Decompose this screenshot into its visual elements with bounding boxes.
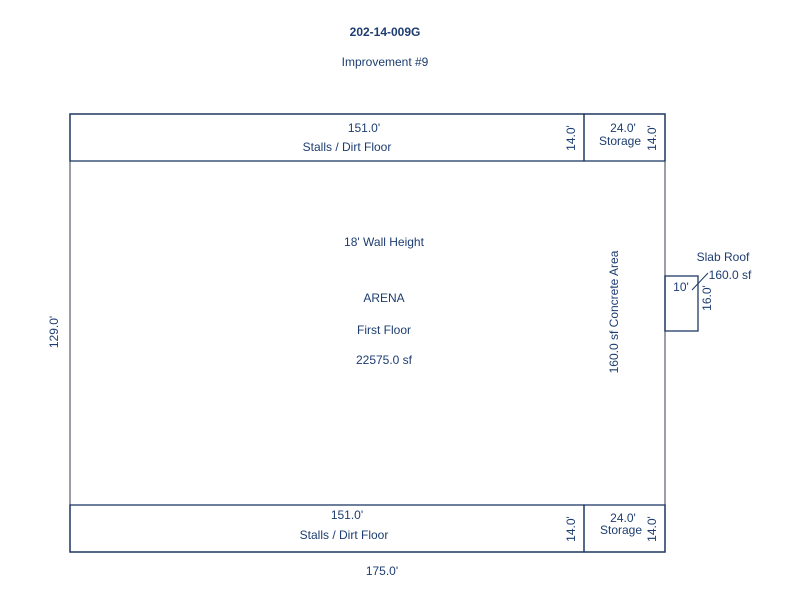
slab-roof-label: Slab Roof: [697, 250, 750, 264]
slab-roof-area: [664, 275, 699, 332]
stalls-bottom-label: Stalls / Dirt Floor: [300, 528, 389, 542]
overall-depth: 129.0': [47, 316, 61, 348]
storage-bottom-area: [583, 504, 666, 553]
stalls-top-length: 151.0': [348, 121, 380, 135]
storage-bottom-length: 24.0': [610, 511, 636, 525]
arena-area: 22575.0 sf: [356, 353, 413, 367]
concrete-area-label: 160.0 sf Concrete Area: [607, 250, 621, 373]
storage-top-area: [583, 113, 666, 162]
sketch-subtitle: Improvement #9: [342, 55, 429, 69]
storage-bottom-depth: 14.0': [645, 516, 659, 542]
stalls-bottom-length: 151.0': [331, 508, 363, 522]
slab-roof-area-label: 160.0 sf: [709, 268, 752, 282]
stalls-bottom-depth: 14.0': [564, 516, 578, 542]
stalls-top-depth: 14.0': [564, 125, 578, 151]
arena-name: ARENA: [363, 291, 404, 305]
overall-width: 175.0': [366, 564, 398, 578]
slab-roof-leader-line: [691, 272, 709, 291]
storage-top-depth: 14.0': [645, 125, 659, 151]
arena-wall-height: 18' Wall Height: [344, 235, 425, 249]
stalls-top-label: Stalls / Dirt Floor: [303, 140, 392, 154]
storage-bottom-label: Storage: [600, 523, 642, 537]
sketch-title: 202-14-009G: [350, 25, 421, 39]
storage-top-label: Storage: [599, 134, 641, 148]
arena-floor: First Floor: [357, 323, 411, 337]
slab-roof-depth: 16.0': [700, 285, 714, 311]
storage-top-length: 24.0': [610, 121, 636, 135]
slab-roof-width: 10': [673, 280, 689, 294]
